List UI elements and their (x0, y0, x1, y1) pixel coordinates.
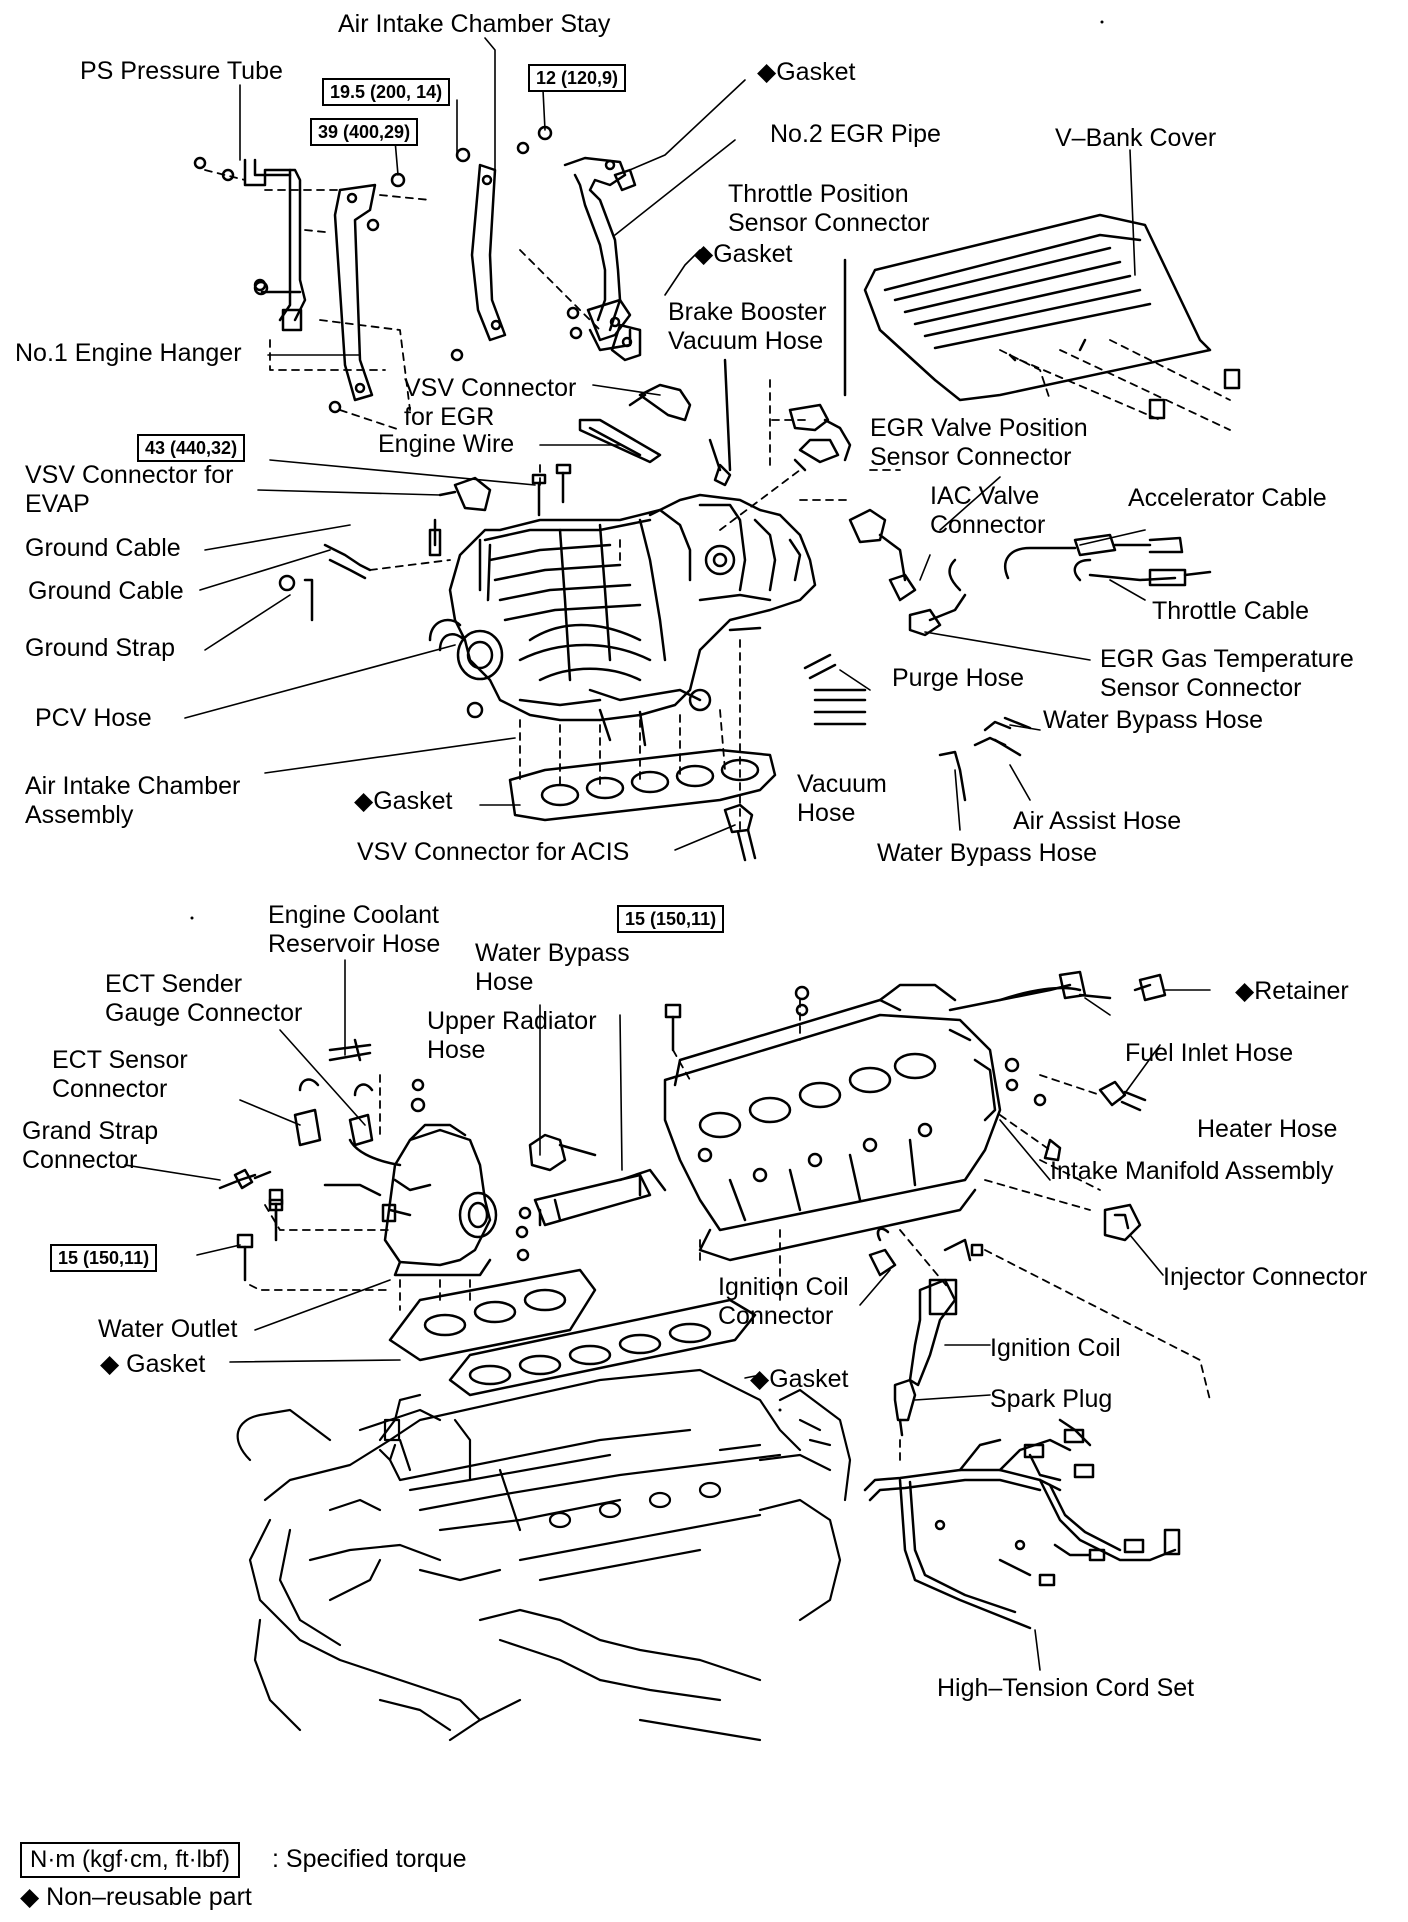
label-v-bank-cover: V–Bank Cover (1055, 124, 1217, 152)
label-ect-sender-gauge-connector: ECT Sender Gauge Connector (105, 970, 303, 1027)
label-upper-radiator-hose: Upper Radiator Hose (427, 1007, 597, 1064)
label-spark-plug: Spark Plug (990, 1385, 1113, 1413)
vsv-connector-egr-part (628, 383, 692, 422)
purge-hose-part (803, 653, 837, 680)
label-air-intake-chamber-assembly: Air Intake Chamber Assembly (25, 772, 241, 829)
fuel-inlet-hose-part (998, 973, 1167, 1002)
manifold-gasket-part (448, 1298, 757, 1397)
ps-pressure-tube-part (193, 156, 307, 332)
label-high-tension-cord-set: High–Tension Cord Set (937, 1674, 1195, 1702)
legend-torque-text: : Specified torque (272, 1845, 467, 1873)
label-throttle-cable: Throttle Cable (1152, 597, 1310, 625)
label-heater-hose: Heater Hose (1197, 1115, 1338, 1143)
torque-spec-box: 12 (120,9) (528, 64, 627, 92)
label-gasket-manifold: ◆Gasket (750, 1365, 849, 1393)
label-ignition-coil-connector: Ignition Coil Connector (718, 1273, 849, 1330)
bolts-lower-left (236, 1198, 532, 1282)
bolts-upper (531, 463, 572, 517)
high-tension-cord-set-part (863, 1418, 1181, 1630)
label-ground-cable-2: Ground Cable (28, 577, 184, 605)
legend-nonreusable: ◆ Non–reusable part (20, 1883, 252, 1911)
label-vsv-connector-for-acis: VSV Connector for ACIS (357, 838, 630, 866)
coolant-reservoir-hose-part (328, 1038, 372, 1062)
water-bypass-hoses-part (938, 716, 1032, 802)
label-engine-wire: Engine Wire (378, 430, 515, 458)
manifold-bolt (664, 1003, 682, 1052)
ect-connectors-part (293, 1078, 374, 1147)
label-water-bypass-hose-3: Water Bypass Hose (475, 939, 630, 996)
heater-hose-part (1098, 1080, 1147, 1112)
label-grand-strap-connector: Grand Strap Connector (22, 1117, 159, 1174)
label-vacuum-hose: Vacuum Hose (797, 770, 887, 827)
engine-block (236, 1368, 852, 1742)
label-ps-pressure-tube: PS Pressure Tube (80, 57, 283, 85)
label-ignition-coil: Ignition Coil (990, 1334, 1121, 1362)
intake-manifold-part (663, 970, 1087, 1262)
label-injector-connector: Injector Connector (1163, 1263, 1368, 1291)
torque-spec-box: 15 (150,11) (50, 1244, 158, 1272)
air-intake-chamber-body (448, 493, 817, 747)
label-egr-gas-temperature-sensor-connector: EGR Gas Temperature Sensor Connector (1100, 645, 1354, 702)
label-gasket-top: ◆Gasket (757, 58, 856, 86)
label-water-bypass-hose-1: Water Bypass Hose (1043, 706, 1263, 734)
ignition-coil-part (868, 1227, 984, 1387)
label-pcv-hose: PCV Hose (35, 704, 152, 732)
brake-booster-hose-part (708, 358, 732, 487)
leader-lines (124, 37, 1211, 1671)
label-egr-valve-position-sensor-connector: EGR Valve Position Sensor Connector (870, 414, 1088, 471)
label-water-outlet: Water Outlet (98, 1315, 238, 1343)
egr-valve-connectors-part (848, 508, 967, 637)
label-vsv-connector-for-evap: VSV Connector for EVAP (25, 461, 234, 518)
throttle-position-connector-part (788, 258, 852, 472)
vacuum-hose-part (813, 688, 867, 726)
torque-spec-box: 39 (400,29) (310, 118, 419, 146)
label-no1-engine-hanger: No.1 Engine Hanger (15, 339, 242, 367)
label-iac-valve-connector: IAC Valve Connector (930, 482, 1046, 539)
dashed-guide-lines-lower (249, 999, 1211, 1461)
outlet-gasket-part (388, 1268, 597, 1362)
no1-engine-hanger-part (328, 183, 380, 414)
label-brake-booster-vacuum-hose: Brake Booster Vacuum Hose (668, 298, 827, 355)
label-vsv-connector-for-egr: VSV Connector for EGR (404, 374, 577, 431)
label-throttle-position-sensor-connector: Throttle Position Sensor Connector (728, 180, 930, 237)
spark-plug-part (893, 1378, 917, 1437)
label-no2-egr-pipe: No.2 EGR Pipe (770, 120, 941, 148)
label-intake-manifold-assembly: Intake Manifold Assembly (1050, 1157, 1334, 1185)
torque-spec-box: 15 (150,11) (617, 905, 725, 933)
label-gasket-egr: ◆Gasket (694, 240, 793, 268)
legend-torque-box: N·m (kgf·cm, ft·lbf) (20, 1842, 240, 1878)
engine-wire-part (578, 418, 662, 464)
injector-connector-part (1103, 1203, 1142, 1242)
label-engine-coolant-reservoir-hose: Engine Coolant Reservoir Hose (268, 901, 441, 958)
label-air-assist-hose: Air Assist Hose (1013, 807, 1182, 835)
label-ground-cable-1: Ground Cable (25, 534, 181, 562)
label-ground-strap: Ground Strap (25, 634, 176, 662)
v-bank-cover-part (863, 213, 1241, 420)
torque-spec-box: 19.5 (200, 14) (322, 78, 451, 106)
pcv-hose-part (428, 618, 464, 652)
label-gasket-outlet: ◆ Gasket (100, 1350, 206, 1378)
label-ect-sensor-connector: ECT Sensor Connector (52, 1046, 188, 1103)
accelerator-cable-part (1004, 533, 1212, 587)
grand-strap-connector-part (218, 1168, 284, 1227)
label-fuel-inlet-hose: Fuel Inlet Hose (1125, 1039, 1294, 1067)
chamber-gasket-guides (519, 639, 741, 831)
label-accelerator-cable: Accelerator Cable (1128, 484, 1327, 512)
label-retainer: ◆Retainer (1235, 977, 1349, 1005)
air-intake-chamber-stay-part (390, 147, 507, 362)
water-outlet-part (323, 1078, 498, 1277)
label-purge-hose: Purge Hose (892, 664, 1025, 692)
label-water-bypass-hose-2: Water Bypass Hose (877, 839, 1097, 867)
label-air-intake-chamber-stay: Air Intake Chamber Stay (338, 10, 611, 38)
upper-radiator-hose-part (528, 1133, 667, 1227)
acis-connector-part (723, 803, 757, 862)
ground-cables-part (278, 518, 442, 622)
evap-connector-part (438, 476, 492, 512)
chamber-gasket-part (508, 748, 777, 822)
torque-spec-box: 43 (440,32) (137, 434, 246, 462)
no2-egr-pipe-part (516, 125, 632, 352)
label-gasket-chamber: ◆Gasket (354, 787, 453, 815)
dashed-guide-lines-upper (204, 169, 1231, 571)
